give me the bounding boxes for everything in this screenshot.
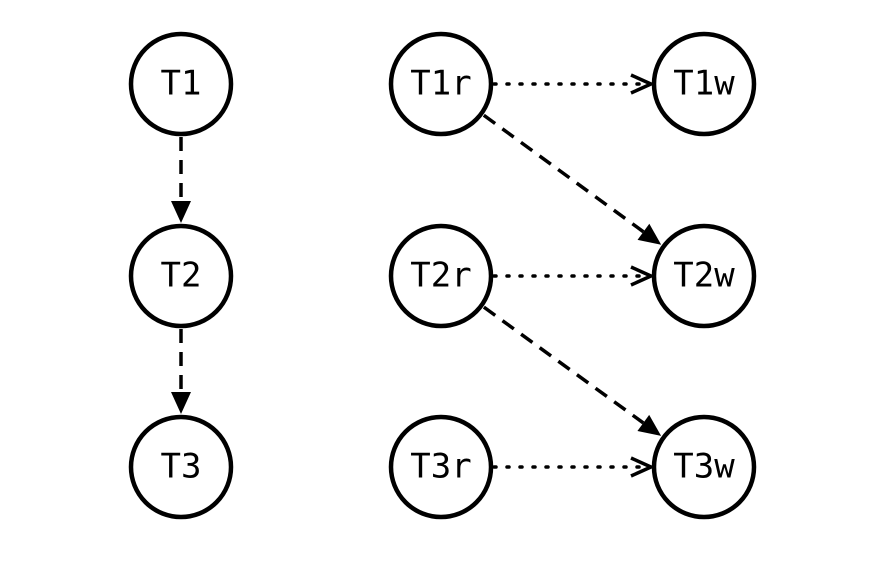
edges-layer [171,73,662,478]
node-label: T1 [161,64,202,104]
node-circle [388,414,494,520]
node-circle [651,414,757,520]
node-t1w: T1w [651,31,757,137]
arrowhead-open-icon [630,456,656,478]
node-label: T2w [673,256,735,296]
node-label: T2 [161,256,202,296]
node-t3: T3 [128,414,234,520]
node-t3r: T3r [388,414,494,520]
arrowhead-filled-icon [171,392,191,414]
arrowhead-filled-icon [637,414,662,436]
node-label: T3w [673,447,735,487]
edge-t1-to-t2 [171,137,191,223]
node-t2: T2 [128,223,234,329]
node-circle [388,223,494,329]
edge-t1r-to-t1w [492,73,656,95]
edge-t2r-to-t2w [492,265,656,287]
arrowhead-open-icon [630,265,656,287]
node-t1r: T1r [388,31,494,137]
node-t2w: T2w [651,223,757,329]
node-label: T3 [161,447,202,487]
node-circle [128,223,234,329]
node-circle [128,31,234,137]
edge-t2-to-t3 [171,329,191,414]
arrowhead-filled-icon [637,223,662,245]
node-circle [388,31,494,137]
node-label: T1r [410,64,471,104]
node-t2r: T2r [388,223,494,329]
node-circle [128,414,234,520]
node-label: T1w [673,64,735,104]
node-t3w: T3w [651,414,757,520]
node-circle [651,31,757,137]
arrowhead-filled-icon [171,201,191,223]
node-t1: T1 [128,31,234,137]
node-circle [651,223,757,329]
node-label: T3r [410,447,471,487]
edge-t3r-to-t3w [492,456,656,478]
edge-line [482,305,645,425]
edge-t1r-to-t2w [482,113,662,245]
edge-line [482,113,645,234]
node-label: T2r [410,256,471,296]
arrowhead-open-icon [630,73,656,95]
edge-t2r-to-t3w [482,305,662,436]
